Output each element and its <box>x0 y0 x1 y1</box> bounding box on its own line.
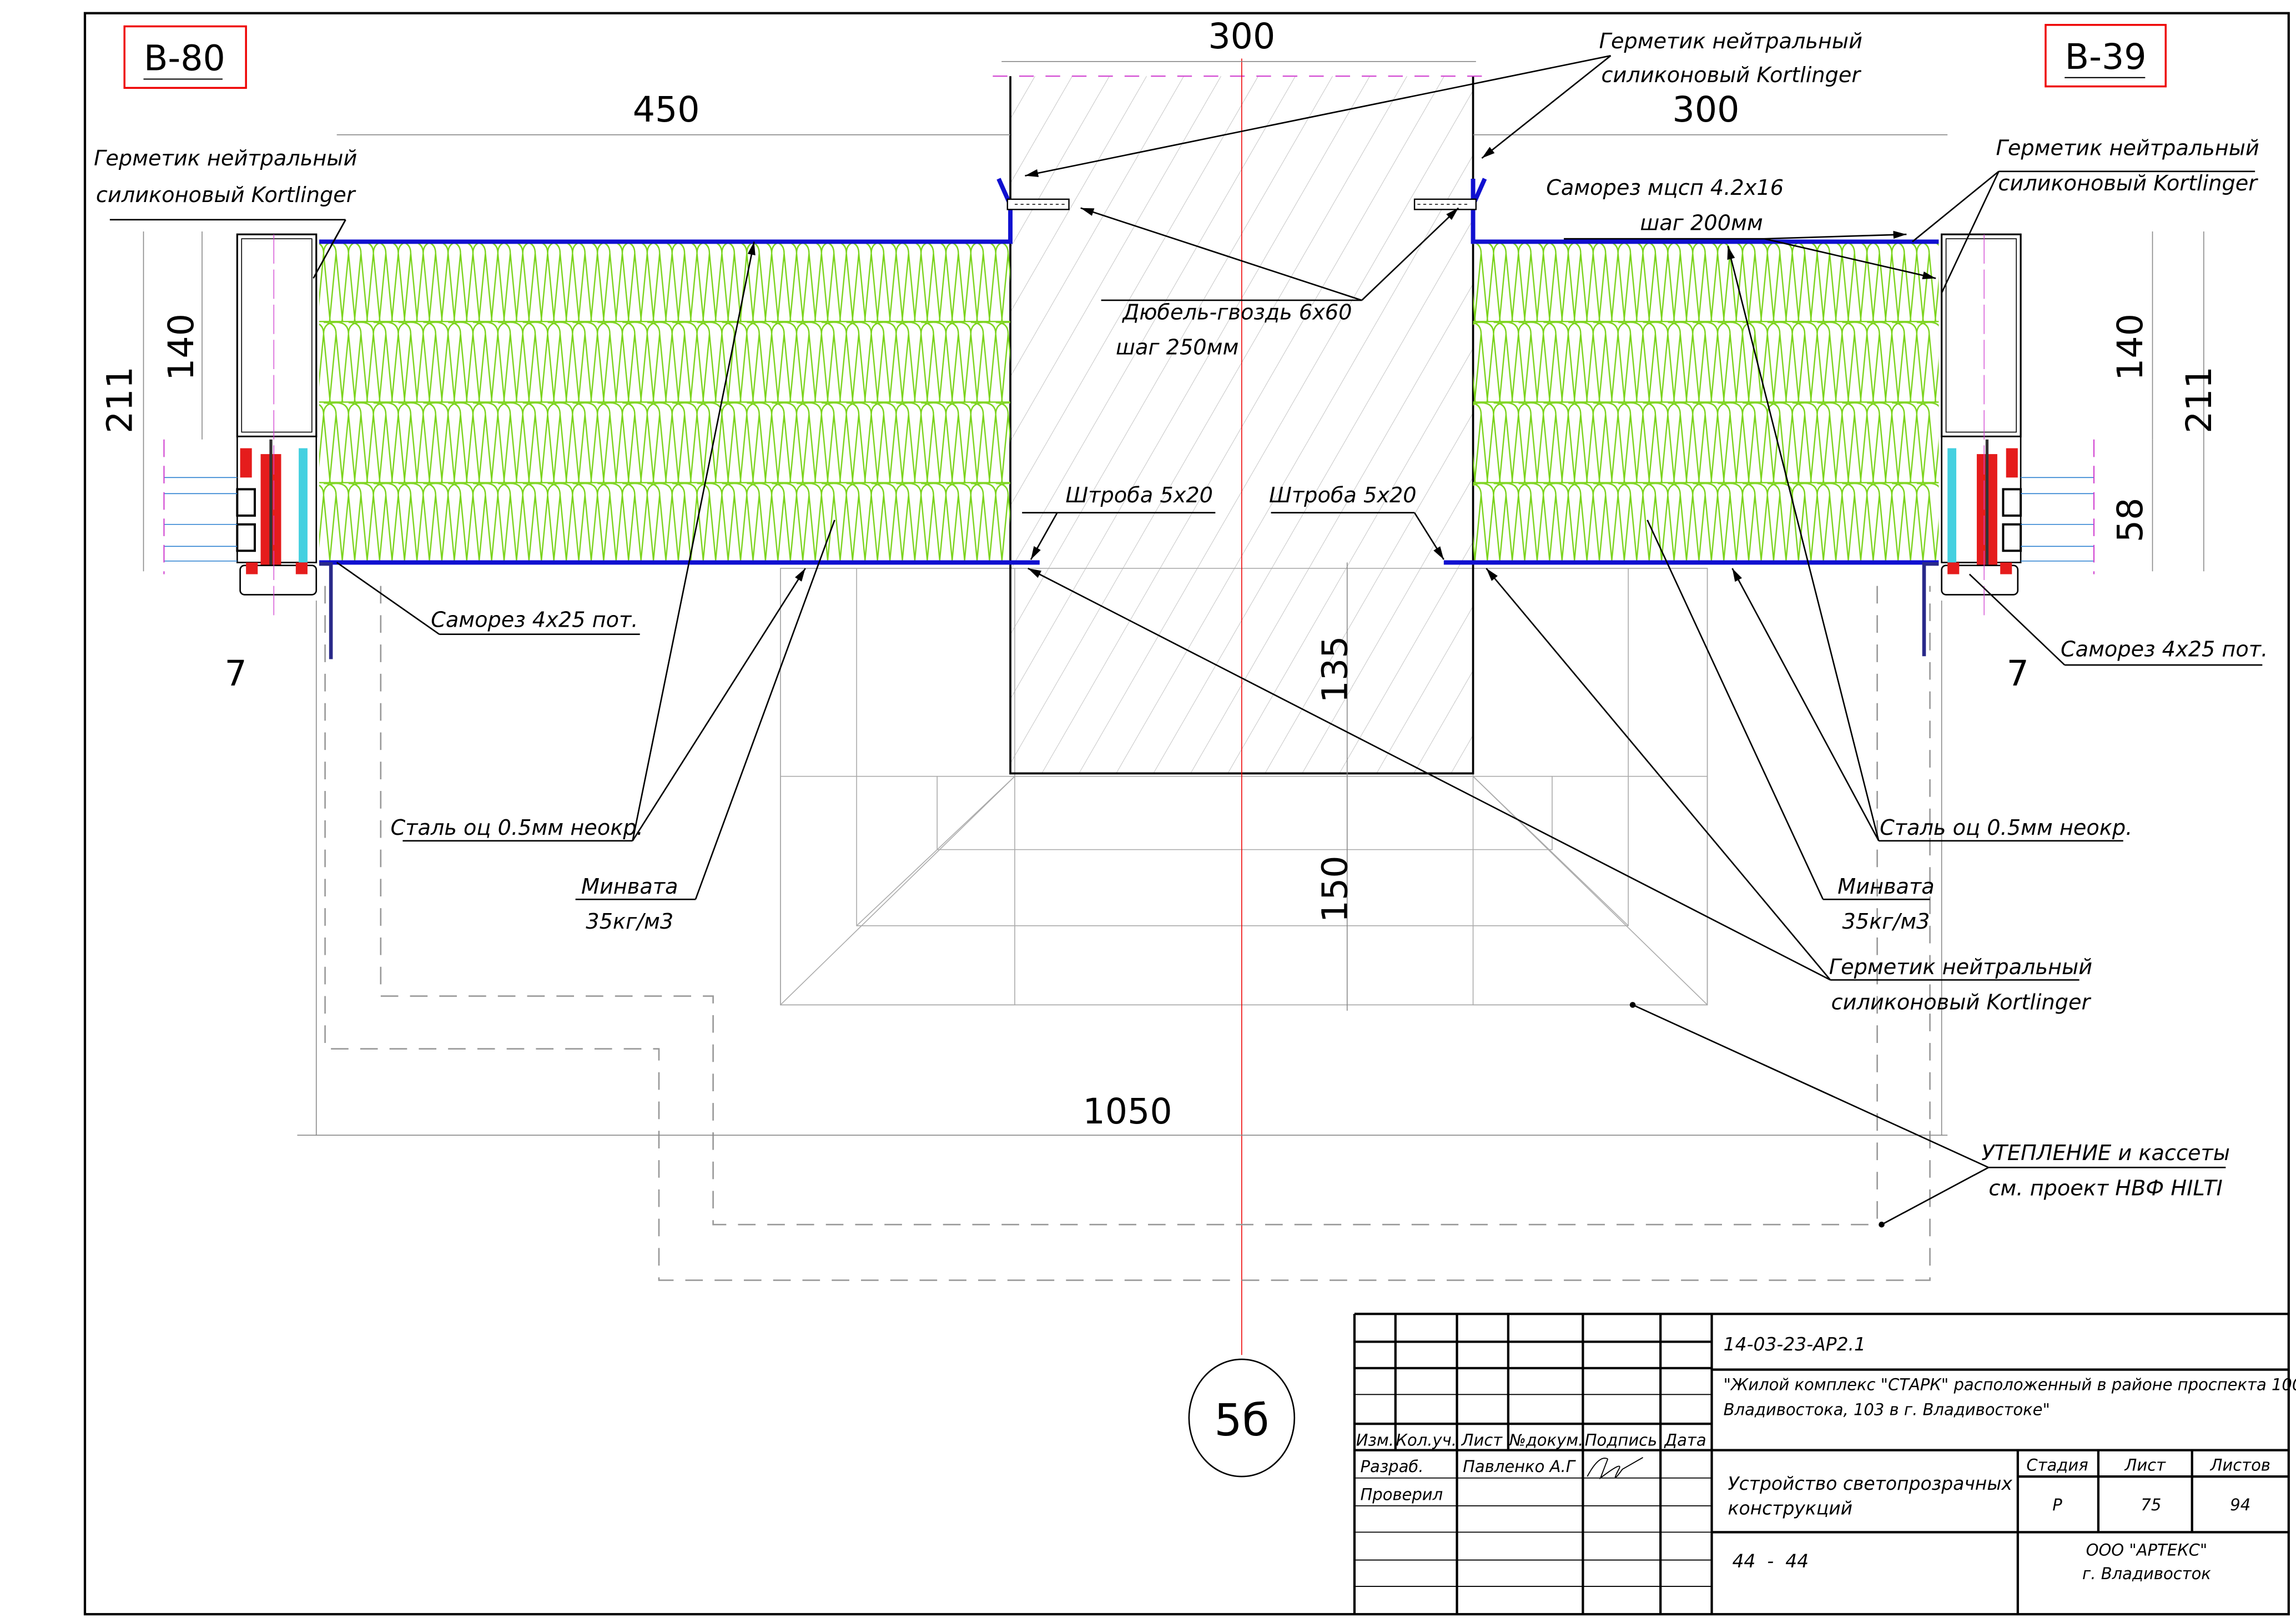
project-line-2: Владивостока, 103 в г. Владивостоке" <box>1724 1400 2050 1419</box>
rev-header-sign: Подпись <box>1585 1431 1657 1450</box>
callout-groove-left: Штроба 5х20 <box>1065 483 1213 508</box>
company-name: ООО "АРТЕКС" <box>2086 1541 2208 1560</box>
signature <box>1587 1456 1644 1480</box>
callout-wool-right-2: 35кг/м3 <box>1842 909 1930 934</box>
callout-screw-left: Саморез 4х25 пот. <box>431 607 638 632</box>
dim-left-offset: 7 <box>225 653 247 694</box>
callout-screw-mcsp-1: Саморез мцсп 4.2х16 <box>1546 175 1784 200</box>
right-mark-tag: В-39 <box>2045 24 2167 88</box>
callout-wool-left-1: Минвата <box>581 874 678 899</box>
callout-sealant-right-2: силиконовый Kortlinger <box>1998 171 2258 196</box>
role-developer: Разраб. <box>1360 1457 1423 1476</box>
project-line-1: "Жилой комплекс "СТАРК" расположенный в … <box>1724 1375 2296 1394</box>
stage-value: Р <box>2052 1495 2062 1514</box>
dim-right-reveal: 300 <box>1673 89 1740 130</box>
callout-sealant-top-2: силиконовый Kortlinger <box>1601 63 1861 88</box>
section-code: 44 - 44 <box>1732 1550 1809 1572</box>
callout-sealant-top-1: Герметик нейтральный <box>1599 29 1862 54</box>
rev-header-kol: Кол.уч. <box>1396 1431 1457 1450</box>
right-window-profile <box>1941 233 2095 616</box>
callout-screw-mcsp-2: шаг 200мм <box>1640 210 1763 235</box>
dimension-lines <box>143 61 2204 1136</box>
facade-insulation <box>780 568 1708 1006</box>
callout-groove-right: Штроба 5х20 <box>1269 483 1417 508</box>
dim-left-profile-height: 140 <box>160 314 202 381</box>
dowel-right <box>1413 198 1477 210</box>
right-insulation-panel <box>1473 241 1939 563</box>
dim-right-glass: 58 <box>2109 498 2151 543</box>
callout-wool-right-1: Минвата <box>1837 874 1935 899</box>
callout-sealant-left-2: силиконовый Kortlinger <box>96 183 356 208</box>
callout-wool-left-2: 35кг/м3 <box>586 909 673 934</box>
sheets-header: Листов <box>2210 1456 2270 1475</box>
dim-right-profile-height: 140 <box>2109 314 2151 381</box>
dim-insulation-depth: 150 <box>1315 855 1356 923</box>
dowel-left <box>1006 198 1070 210</box>
callout-steel-right: Сталь оц 0.5мм неокр. <box>1880 815 2132 840</box>
dim-right-total-height: 211 <box>2178 366 2219 434</box>
callout-dowel-2: шаг 250мм <box>1116 335 1238 360</box>
company-city: г. Владивосток <box>2082 1564 2211 1583</box>
rev-header-doc: №докум. <box>1508 1431 1584 1450</box>
callout-sealant-bottom-1: Герметик нейтральный <box>1829 955 2092 980</box>
role-checker: Проверил <box>1360 1485 1443 1504</box>
right-mark-label: В-39 <box>2065 36 2147 77</box>
left-window-profile <box>163 233 318 616</box>
dim-column-depth: 135 <box>1315 636 1356 703</box>
dim-opening-width: 300 <box>1208 16 1275 57</box>
sheet-title-1: Устройство светопрозрачных <box>1728 1473 2013 1494</box>
callout-sealant-left-1: Герметик нейтральный <box>94 146 357 171</box>
section-bubble-label: 5б <box>1214 1395 1269 1446</box>
dim-overall-width: 1050 <box>1083 1091 1172 1132</box>
section-bubble: 5б <box>1188 1358 1296 1478</box>
rev-header-izm: Изм. <box>1356 1431 1394 1450</box>
dim-left-total-height: 211 <box>99 366 140 434</box>
left-mark-tag: В-80 <box>123 25 247 89</box>
leader-lines <box>109 54 2263 1228</box>
title-block: Изм. Кол.уч. Лист №докум. Подпись Дата Р… <box>1353 1313 2296 1615</box>
callout-sealant-bottom-2: силиконовый Kortlinger <box>1831 990 2092 1015</box>
steel-sheeting <box>319 178 1939 659</box>
callout-dowel-1: Дюбель-гвоздь 6х60 <box>1121 300 1352 325</box>
callout-facade-note-1: УТЕПЛЕНИЕ и кассеты <box>1981 1141 2230 1166</box>
dim-right-offset: 7 <box>2007 653 2029 694</box>
dim-left-panel: 450 <box>633 89 700 130</box>
left-insulation-panel <box>319 241 1011 563</box>
rev-header-date: Дата <box>1663 1431 1706 1450</box>
callout-screw-right: Саморез 4х25 пот. <box>2061 637 2268 662</box>
sheet-frame <box>83 12 2290 1616</box>
doc-code: 14-03-23-АР2.1 <box>1724 1333 1866 1355</box>
callout-steel-left: Сталь оц 0.5мм неокр. <box>391 815 643 840</box>
left-mark-label: В-80 <box>144 38 225 79</box>
sheet-title-2: конструкций <box>1728 1498 1853 1519</box>
sheet-value: 75 <box>2141 1495 2161 1514</box>
sheets-value: 94 <box>2230 1495 2250 1514</box>
facade-outline-dashed <box>324 586 1931 1281</box>
sheet-header: Лист <box>2124 1456 2167 1475</box>
callout-facade-note-2: см. проект НВФ HILTI <box>1988 1176 2222 1201</box>
developer-name: Павленко А.Г <box>1463 1457 1577 1476</box>
rev-header-list: Лист <box>1461 1431 1503 1450</box>
callout-sealant-right-1: Герметик нейтральный <box>1996 136 2259 161</box>
stage-header: Стадия <box>2026 1456 2088 1475</box>
